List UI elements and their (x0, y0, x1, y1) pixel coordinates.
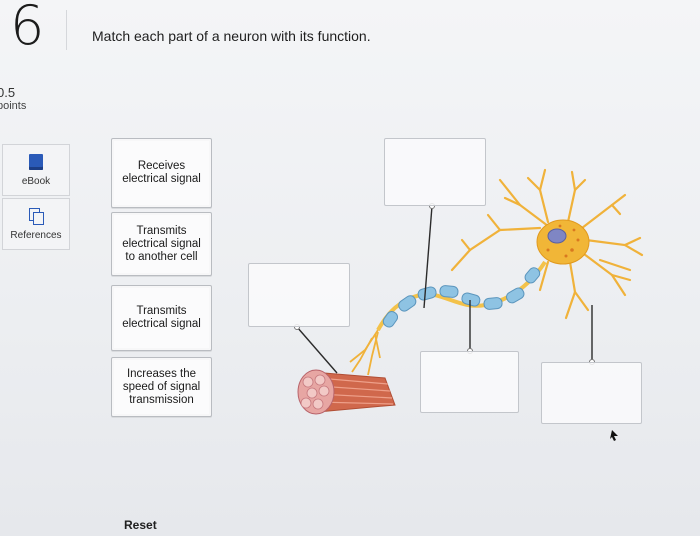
points-label: points (0, 100, 27, 112)
cell-body-granules (546, 224, 580, 258)
muscle-fiber-bundle (297, 369, 396, 415)
drop-zone-axon-terminal[interactable] (248, 263, 350, 327)
label-transmits-to-cell[interactable]: Transmits electrical signal to another c… (111, 212, 212, 276)
drop-zone-cell-body[interactable] (541, 362, 642, 424)
label-receives-signal[interactable]: Receives electrical signal (111, 138, 212, 208)
header-divider (66, 10, 67, 50)
cell-body (536, 219, 590, 265)
axon-terminals (349, 329, 381, 376)
leader-lines (296, 205, 593, 374)
dendrites (450, 168, 644, 320)
points-value: 0.5 (0, 85, 16, 100)
book-icon (29, 153, 43, 170)
nucleus (547, 228, 567, 244)
question-number: 6 (10, 0, 45, 57)
ebook-label: eBook (21, 175, 51, 187)
question-prompt: Match each part of a neuron with its fun… (92, 28, 371, 44)
cursor-icon (610, 430, 618, 441)
references-label: References (10, 229, 62, 241)
ebook-button[interactable]: eBook (2, 144, 70, 196)
drop-zone-myelin[interactable] (420, 351, 519, 413)
documents-icon (29, 207, 44, 225)
references-button[interactable]: References (2, 198, 70, 250)
myelin-sheath (382, 267, 541, 328)
drop-zone-dendrites[interactable] (384, 138, 486, 206)
reset-button[interactable]: Reset (124, 518, 157, 532)
label-transmits-signal[interactable]: Transmits electrical signal (111, 285, 212, 351)
label-increases-speed[interactable]: Increases the speed of signal transmissi… (111, 357, 212, 417)
